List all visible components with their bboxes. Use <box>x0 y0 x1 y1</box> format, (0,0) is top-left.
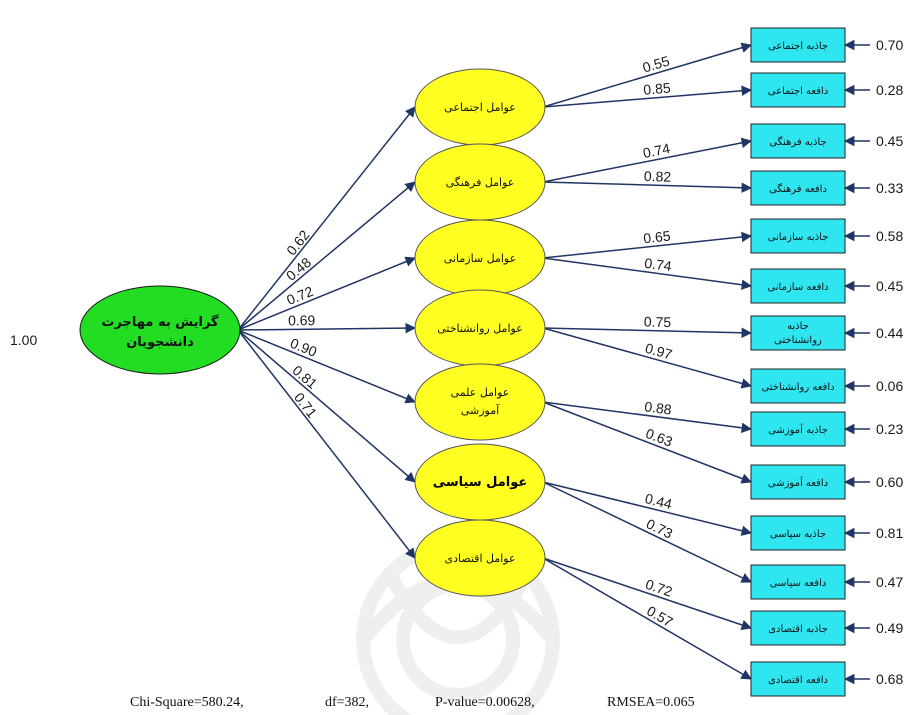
error-variance: 0.47 <box>876 574 903 590</box>
indicator-label: جاذبه آموزشی <box>768 423 828 436</box>
indicator-label: جاذبه فرهنگی <box>769 136 826 148</box>
path-factor-to-indicator <box>542 557 752 630</box>
structural-coefficient: 0.69 <box>288 312 316 328</box>
factor-loading: 0.88 <box>644 398 673 417</box>
path-factor-to-indicator <box>542 557 752 680</box>
factor-loading: 0.44 <box>643 490 673 512</box>
observed-indicator-box <box>750 123 846 159</box>
factor-loading: 0.85 <box>643 80 672 98</box>
path-factor-to-indicator <box>542 257 753 290</box>
path-factor-to-indicator <box>542 231 753 259</box>
indicator-label: دافعه روانشناختی <box>761 382 834 393</box>
error-variance: 0.68 <box>876 671 903 687</box>
observed-indicator-box <box>750 218 846 254</box>
error-variance: 0.23 <box>876 421 903 437</box>
error-variance: 0.49 <box>876 620 903 636</box>
error-variance: 0.70 <box>876 37 903 53</box>
indicator-label: دافعه فرهنگی <box>769 183 827 195</box>
factor-label-line: آموزشی <box>461 403 500 417</box>
error-variance: 0.28 <box>876 82 903 98</box>
latent-factor-node <box>414 519 546 597</box>
factor-loading: 0.82 <box>644 168 672 185</box>
edges-layer: 0.620.480.720.690.900.810.710.550.700.85… <box>237 37 903 687</box>
latent-root-node <box>79 285 241 375</box>
root-label-line-2: دانشجویان <box>126 335 194 350</box>
path-root-to-factor <box>237 322 417 334</box>
df-stat: df=382, <box>325 695 369 710</box>
path-factor-to-indicator <box>542 401 753 433</box>
indicator-label: دافعه اقتصادی <box>768 675 828 686</box>
error-variance: 0.58 <box>876 228 903 244</box>
latent-factor-node <box>414 363 546 441</box>
observed-indicator-box <box>750 464 846 500</box>
factor-loading: 0.65 <box>642 228 671 247</box>
error-variance: 0.06 <box>876 378 903 394</box>
error-variance: 0.33 <box>876 180 903 196</box>
error-variance: 0.81 <box>876 525 903 541</box>
factor-loading: 0.74 <box>643 255 672 275</box>
factor-label-line: عوامل علمی <box>451 386 510 399</box>
root-variance: 1.00 <box>10 332 37 348</box>
chi-square-stat: Chi-Square=580.24, <box>130 695 244 710</box>
observed-indicator-box <box>750 72 846 108</box>
factor-loading: 0.55 <box>641 52 672 75</box>
path-root-to-factor <box>237 106 416 331</box>
error-variance: 0.60 <box>876 474 903 490</box>
factor-label: عوامل اقتصادی <box>444 552 515 565</box>
factor-label: عوامل سازمانی <box>444 252 516 265</box>
fit-statistics: Chi-Square=580.24, df=382, P-value=0.006… <box>130 695 695 710</box>
path-factor-to-indicator <box>542 401 752 484</box>
factor-loading: 0.97 <box>643 340 674 363</box>
observed-indicator-box <box>750 564 846 600</box>
root-label-line-1: گرایش به مهاجرت <box>101 314 219 330</box>
observed-indicator-box <box>750 315 846 351</box>
factor-loading: 0.72 <box>644 576 675 600</box>
factor-loading: 0.74 <box>642 140 672 161</box>
observed-indicator-box <box>750 515 846 551</box>
indicator-label-line: روانشناختی <box>774 335 822 346</box>
observed-indicator-box <box>750 368 846 404</box>
path-factor-to-indicator <box>542 327 753 339</box>
path-root-to-factor <box>237 256 416 331</box>
path-factor-to-indicator <box>542 181 753 193</box>
path-factor-to-indicator <box>542 481 753 536</box>
observed-indicator-box <box>750 610 846 646</box>
indicator-label-line: جاذبه <box>787 321 809 332</box>
indicator-label: دافعه سیاسی <box>770 578 827 589</box>
factor-label: عوامل روانشناختی <box>437 322 523 335</box>
factor-label: عوامل سیاسی <box>433 475 528 490</box>
indicator-label: جاذبه سیاسی <box>770 529 826 540</box>
indicator-label: دافعه آموزشی <box>768 476 828 489</box>
path-root-to-factor <box>237 329 416 404</box>
rmsea-stat: RMSEA=0.065 <box>607 695 695 710</box>
path-factor-to-indicator <box>542 85 753 108</box>
indicator-label: جاذبه اجتماعی <box>768 41 828 52</box>
p-value-stat: P-value=0.00628, <box>435 695 535 710</box>
structural-coefficient: 0.81 <box>289 362 320 392</box>
factor-label: عوامل اجتماعی <box>444 101 516 114</box>
indicator-label: دافعه اجتماعی <box>768 86 828 97</box>
path-root-to-factor <box>237 181 416 331</box>
indicator-label: دافعه سازمانی <box>767 282 828 293</box>
observed-indicator-box <box>750 170 846 206</box>
path-factor-to-indicator <box>542 327 753 389</box>
error-variance: 0.45 <box>876 133 903 149</box>
path-factor-to-indicator <box>542 42 753 108</box>
path-factor-to-indicator <box>542 137 753 183</box>
observed-indicator-box <box>750 268 846 304</box>
indicator-label: جاذبه اقتصادی <box>768 624 828 635</box>
path-factor-to-indicator <box>542 481 752 583</box>
path-root-to-factor <box>237 329 416 483</box>
observed-indicator-box <box>750 27 846 63</box>
nodes-layer: گرایش به مهاجرت دانشجویان عوامل اجتماعی عوا… <box>79 27 846 697</box>
path-root-to-factor <box>237 329 416 559</box>
factor-loading: 0.75 <box>644 313 672 330</box>
factor-label: عوامل فرهنگی <box>446 176 515 189</box>
error-variance: 0.45 <box>876 278 903 294</box>
indicator-label: جاذبه سازمانی <box>768 232 829 243</box>
error-variance: 0.44 <box>876 325 903 341</box>
observed-indicator-box <box>750 411 846 447</box>
observed-indicator-box <box>750 661 846 697</box>
